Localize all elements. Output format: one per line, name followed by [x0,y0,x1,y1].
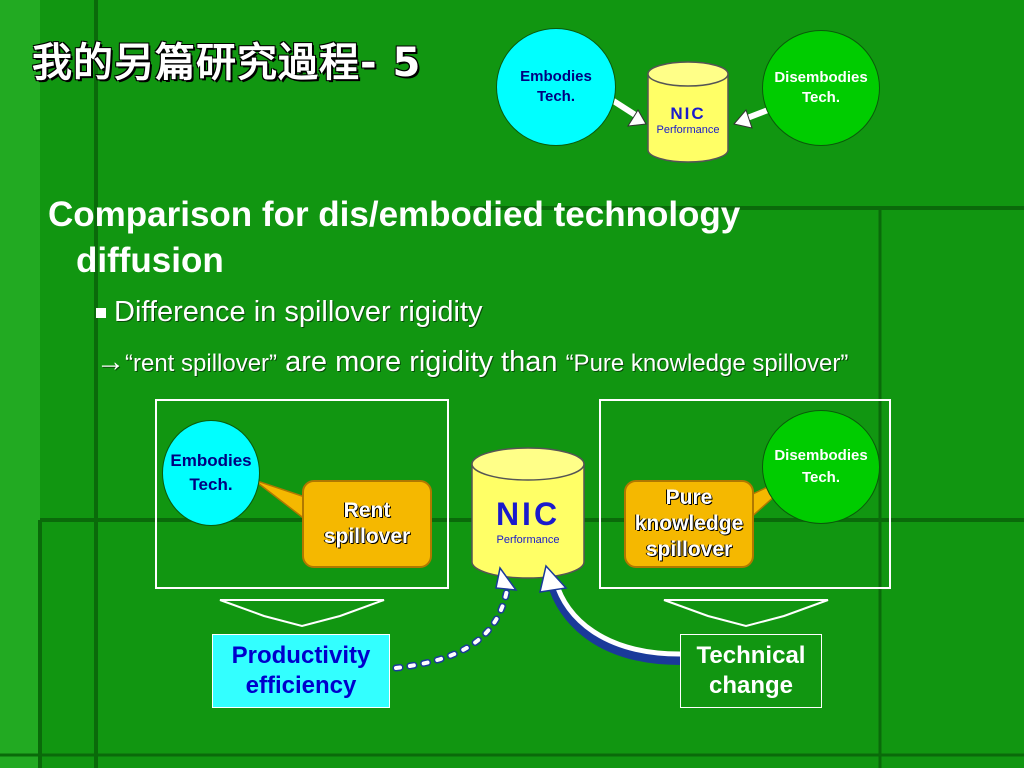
bullet-difference: Difference in spillover rigidity [96,296,483,329]
solid-arrowhead [539,564,568,593]
nic-label-top: NIC Performance [656,104,720,136]
slide-title: 我的另篇研究過程- 5 [32,40,422,86]
dotted-arrowhead [495,566,518,591]
solid-arrow-technical [547,580,681,665]
right-group-box [599,399,891,589]
left-group-box [155,399,449,589]
top-diagram-arrows [610,61,770,163]
nic-cylinder-top [647,61,729,163]
left-down-arrow [219,599,385,628]
dotted-arrow-productivity [392,580,512,672]
section-heading: Comparison for dis/embodied technology d… [48,195,741,280]
right-arrow-icon: → [96,346,125,378]
nic-label-bottom: NIC Performance [495,496,561,546]
arrowhead-left [627,109,647,127]
square-bullet-icon [96,308,106,319]
nic-cylinder-bottom [471,447,585,579]
arrowhead-right [733,109,753,129]
bullet-rigidity: →“rent spillover” are more rigidity than… [96,346,849,378]
right-down-arrow [663,599,829,628]
